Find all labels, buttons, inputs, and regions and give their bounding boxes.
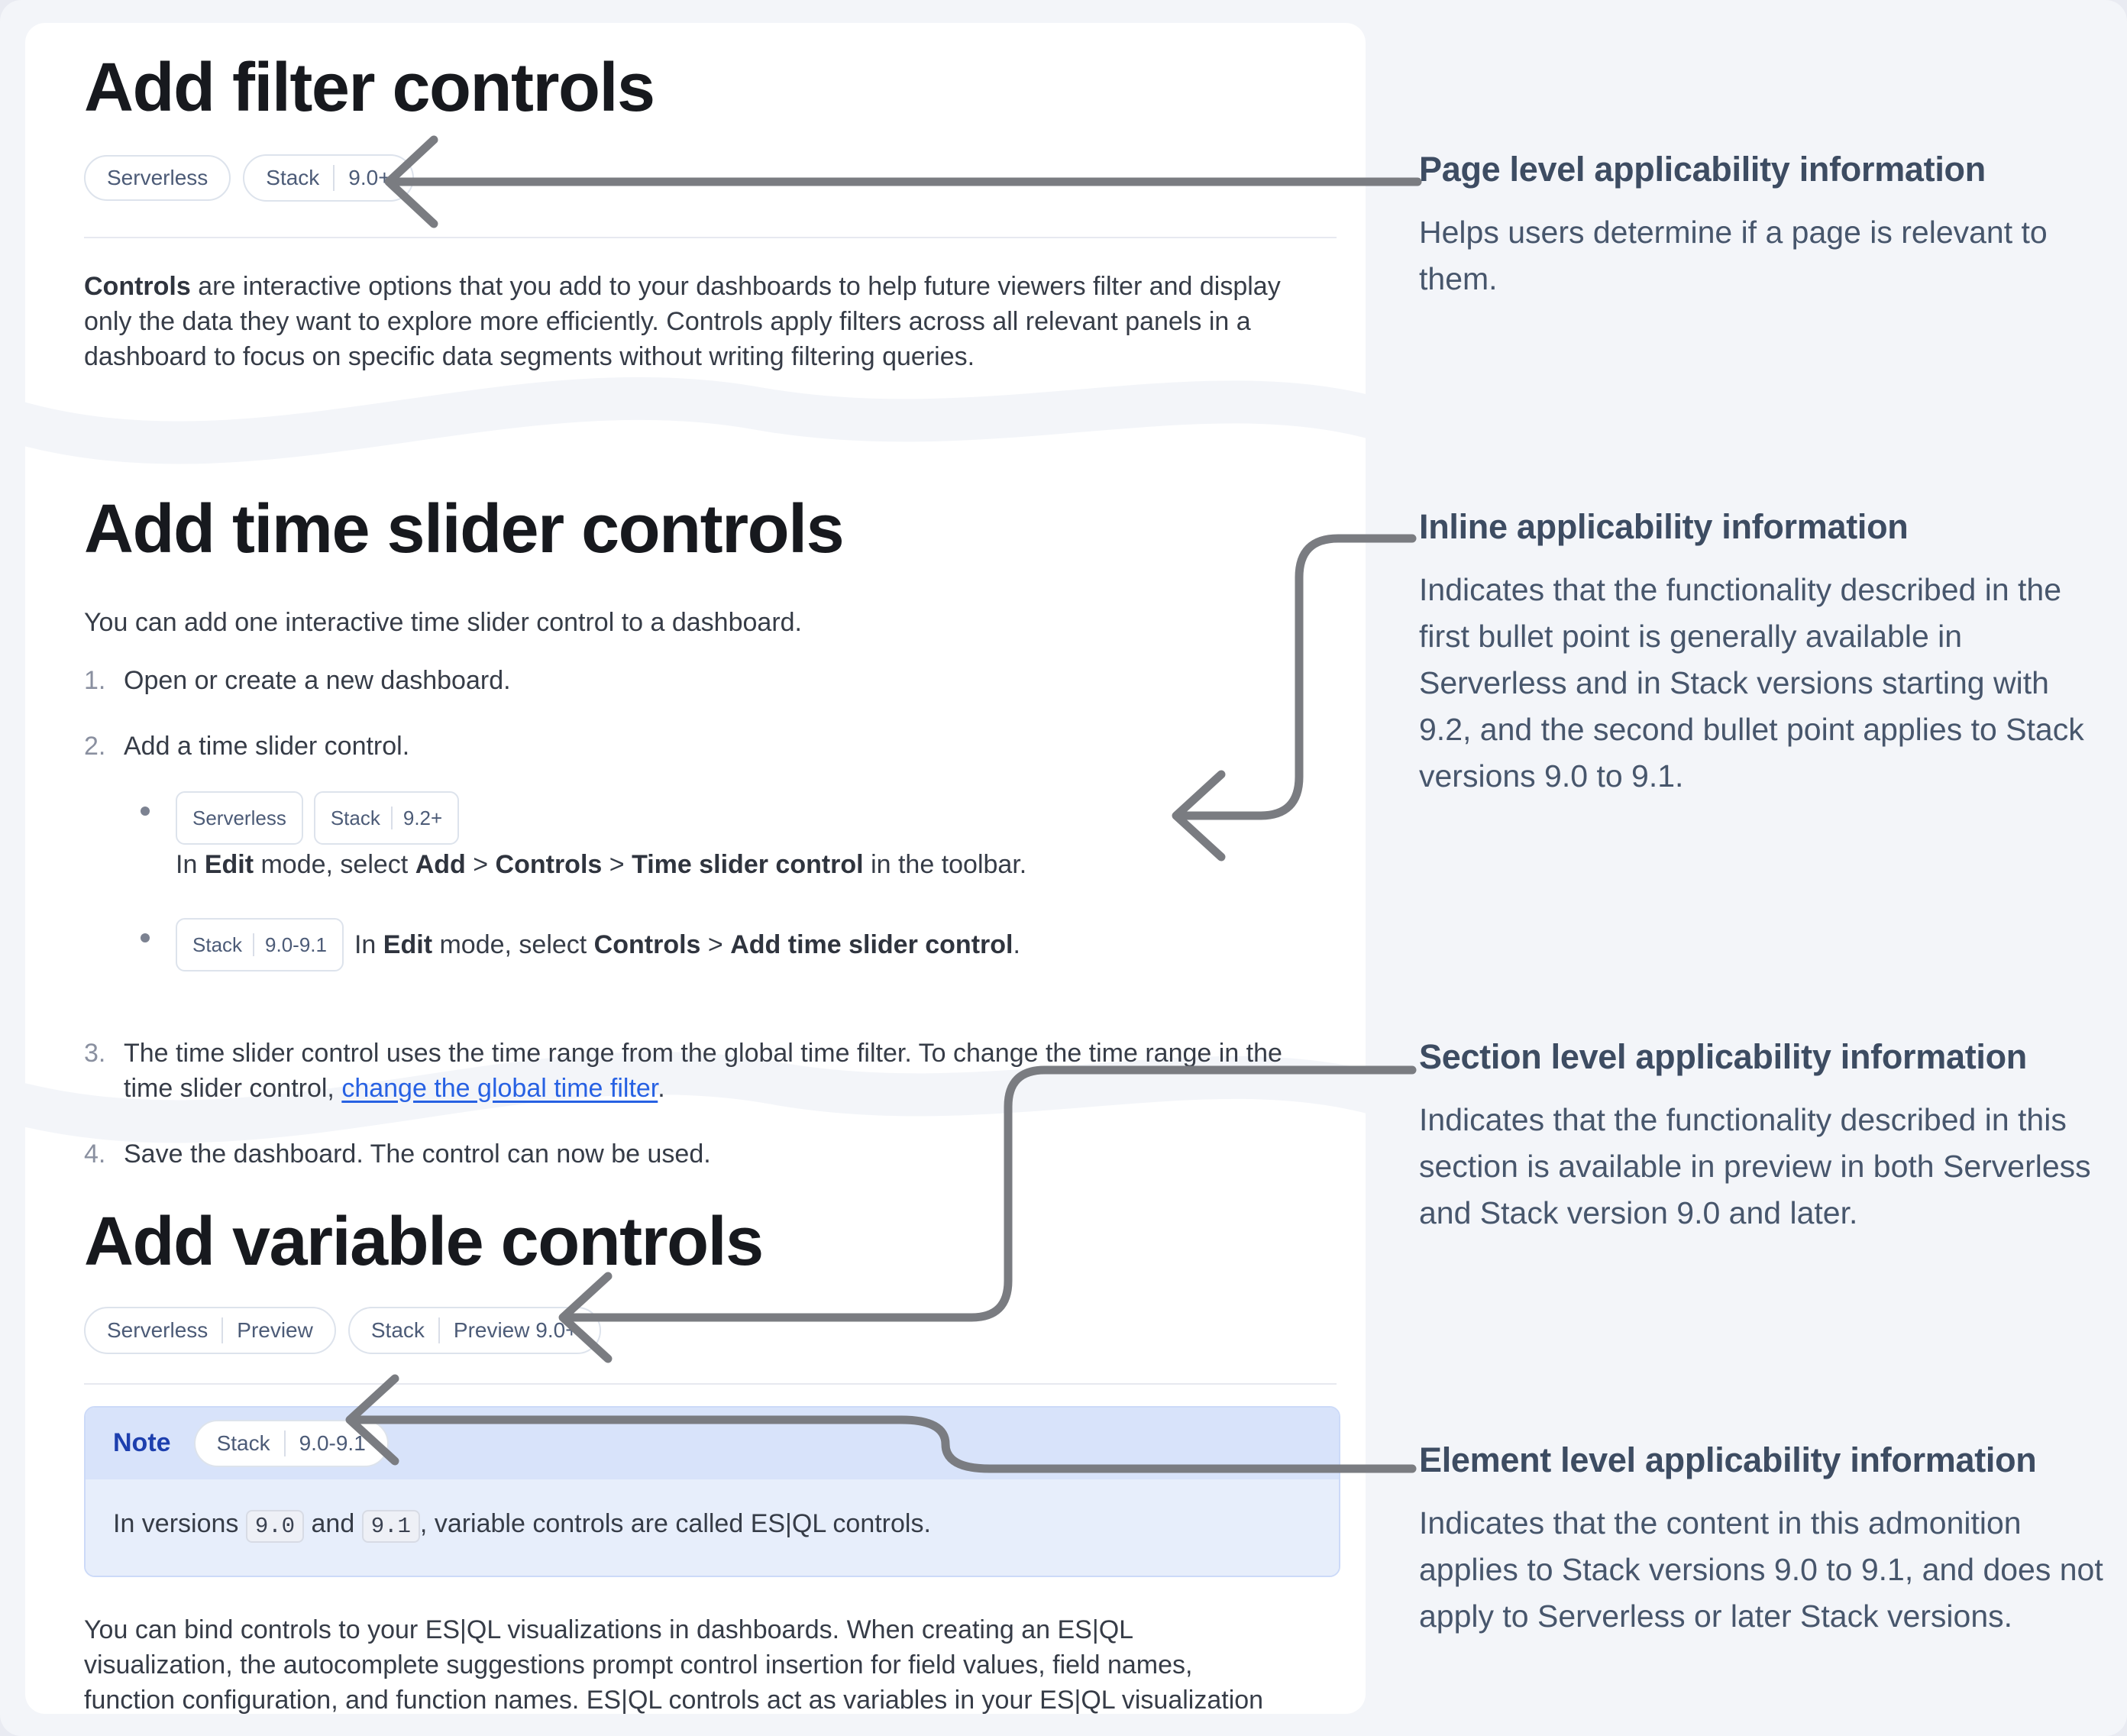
badge-label: Stack <box>192 933 243 956</box>
note-admonition: Note Stack 9.0-9.1 In versions 9.0 and 9… <box>84 1405 1340 1577</box>
annotation-title: Page level applicability information <box>1419 150 1986 189</box>
note-label: Note <box>113 1428 171 1457</box>
intro-text: are interactive options that you add to … <box>84 271 1281 371</box>
badge-label: Serverless <box>192 806 286 829</box>
badge-label: Serverless <box>107 1317 208 1342</box>
step-number: 1. <box>84 665 106 695</box>
step-number: 2. <box>84 731 106 761</box>
annotation-title: Section level applicability information <box>1419 1037 2027 1076</box>
badge-version: 9.0-9.1 <box>265 933 327 956</box>
annotation-body: Indicates that the functionality describ… <box>1419 572 2084 794</box>
step-text: Save the dashboard. The control can now … <box>124 1139 711 1169</box>
annotation-body: Indicates that the content in this admon… <box>1419 1505 2103 1634</box>
bullet-stack-9-0-9-1: Stack 9.0-9.1 In Edit mode, select Contr… <box>141 917 1304 971</box>
badge-version: 9.0+ <box>348 165 391 189</box>
badge-version: 9.2+ <box>402 806 443 829</box>
note-header: Note Stack 9.0-9.1 <box>86 1407 1339 1479</box>
inline-badge-stack-9-0-9-1[interactable]: Stack 9.0-9.1 <box>176 917 344 971</box>
intro-bold-term: Controls <box>84 271 191 301</box>
section-divider <box>84 236 1337 238</box>
step-1: 1. Open or create a new dashboard. <box>84 663 1337 698</box>
step-4: 4. Save the dashboard. The control can n… <box>84 1136 1337 1172</box>
annotation-title: Inline applicability information <box>1419 507 1909 546</box>
note-badge-stack-9-0-9-1[interactable]: Stack 9.0-9.1 <box>193 1419 389 1467</box>
annotation-section-level: Section level applicability information … <box>1419 1037 2106 1237</box>
section-add-time-slider-controls: Add time slider controls You can add one… <box>84 490 1337 1202</box>
step-3: 3. The time slider control uses the time… <box>84 1036 1337 1106</box>
page-title: Add filter controls <box>84 50 655 126</box>
bullet-dot-icon <box>141 933 150 942</box>
code-version-9-0: 9.0 <box>245 1509 305 1543</box>
bullet-list: Serverless Stack 9.2+ In Edit mode, sele… <box>141 790 1304 971</box>
bullet-serverless-stack-9-2: Serverless Stack 9.2+ In Edit mode, sele… <box>141 790 1304 884</box>
badge-serverless[interactable]: Serverless <box>84 154 231 201</box>
ordered-steps: 1. Open or create a new dashboard. 2. Ad… <box>84 663 1337 1172</box>
badge-divider <box>253 933 255 956</box>
annotation-body: Helps users determine if a page is relev… <box>1419 215 2048 296</box>
badge-label: Stack <box>370 1317 425 1342</box>
badge-divider <box>333 164 335 191</box>
step-text: Open or create a new dashboard. <box>124 665 511 695</box>
step-text: Add a time slider control. <box>124 731 410 761</box>
section-divider <box>84 1382 1337 1385</box>
bullet-text: In Edit mode, select Controls > Add time… <box>354 929 1020 959</box>
code-version-9-1: 9.1 <box>361 1509 420 1543</box>
step-2: 2. Add a time slider control. Serverless <box>84 729 1337 1005</box>
badge-version: 9.0-9.1 <box>299 1431 366 1455</box>
intro-paragraph: Controls are interactive options that yo… <box>84 269 1298 374</box>
badge-stack-preview-9-0[interactable]: Stack Preview 9.0+ <box>347 1306 601 1354</box>
badge-serverless-preview[interactable]: Serverless Preview <box>84 1306 336 1354</box>
badge-divider <box>390 806 393 829</box>
step-number: 4. <box>84 1139 106 1169</box>
section-add-variable-controls: Add variable controls Serverless Preview… <box>84 1203 1340 1715</box>
page-applicability-badges: Serverless Stack 9.0+ <box>84 154 1337 202</box>
section-title: Add variable controls <box>84 1204 764 1280</box>
bullet-text: In Edit mode, select Add > Controls > Ti… <box>176 849 1027 879</box>
inline-badge-serverless[interactable]: Serverless <box>176 790 303 845</box>
badge-label: Stack <box>266 165 320 189</box>
badge-label: Stack <box>216 1431 270 1455</box>
badge-divider <box>438 1317 440 1343</box>
annotation-element-level: Element level applicability information … <box>1419 1440 2106 1640</box>
bullet-dot-icon <box>141 806 150 816</box>
badge-label: Stack <box>330 806 380 829</box>
badge-lifecycle-version: Preview 9.0+ <box>453 1317 578 1342</box>
annotation-title: Element level applicability information <box>1419 1440 2037 1479</box>
annotation-inline-level: Inline applicability information Indicat… <box>1419 507 2106 800</box>
badge-divider <box>221 1317 224 1343</box>
annotation-page-level: Page level applicability information Hel… <box>1419 150 2106 302</box>
global-time-filter-link[interactable]: change the global time filter <box>341 1073 658 1103</box>
section-applicability-badges: Serverless Preview Stack Preview 9.0+ <box>84 1306 1337 1354</box>
badge-stack-9-0[interactable]: Stack 9.0+ <box>243 154 414 202</box>
variable-controls-paragraph: You can bind controls to your ES|QL visu… <box>84 1615 1264 1715</box>
note-body: In versions 9.0 and 9.1, variable contro… <box>86 1479 1339 1576</box>
section-title: Add time slider controls <box>84 491 845 567</box>
section-intro: You can add one interactive time slider … <box>84 607 802 637</box>
step-text: The time slider control uses the time ra… <box>124 1038 1282 1103</box>
inline-badge-stack-9-2[interactable]: Stack 9.2+ <box>313 790 460 845</box>
annotation-body: Indicates that the functionality describ… <box>1419 1102 2091 1230</box>
badge-lifecycle: Preview <box>237 1317 313 1342</box>
badge-label: Serverless <box>107 165 208 189</box>
section-add-filter-controls: Add filter controls Serverless Stack 9.0… <box>84 49 1337 374</box>
badge-divider <box>283 1430 286 1456</box>
step-number: 3. <box>84 1038 106 1068</box>
docs-content-panel: Add filter controls Serverless Stack 9.0… <box>25 23 1366 1714</box>
